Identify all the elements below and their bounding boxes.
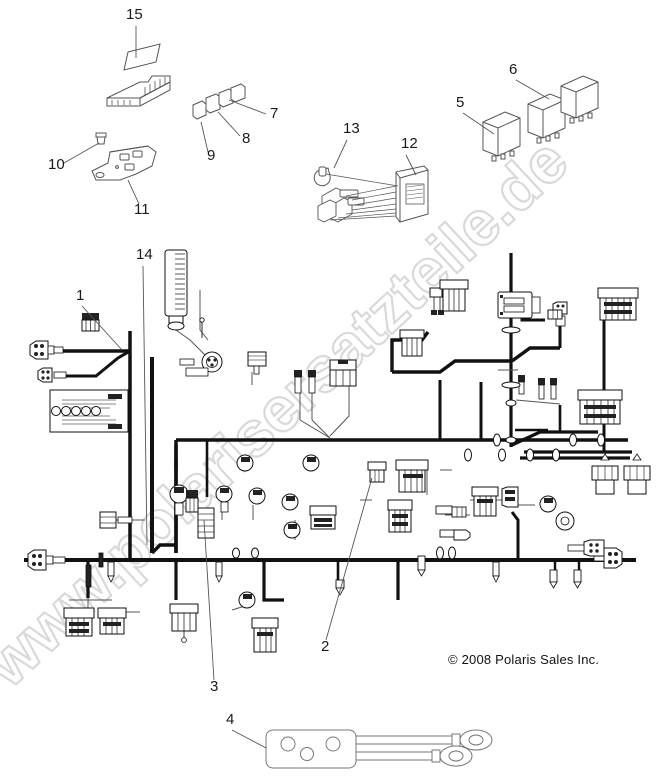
part-relay-bracket <box>91 145 157 181</box>
part-relay-middle <box>527 93 566 144</box>
callout-6-number: 6 <box>509 61 517 78</box>
part-blade-fuses <box>192 83 246 120</box>
callout-14: 14 <box>136 246 153 546</box>
callout-10-leader <box>63 142 100 164</box>
callout-13: 13 <box>333 120 360 169</box>
callout-12-number: 12 <box>401 135 418 152</box>
callout-9-leader <box>200 121 209 153</box>
callout-11: 11 <box>127 179 150 218</box>
callout-4-leader <box>231 729 267 749</box>
callout-4-number: 4 <box>226 711 234 728</box>
callout-13-leader <box>333 139 348 169</box>
part-rubber-boot <box>313 166 331 187</box>
callout-3: 3 <box>203 519 218 695</box>
callout-15: 15 <box>126 6 143 58</box>
harness-main-wires <box>24 253 636 602</box>
copyright-notice: © 2008 Polaris Sales Inc. <box>448 652 599 667</box>
callout-7-number: 7 <box>270 105 278 122</box>
callout-11-leader <box>127 179 140 205</box>
callout-15-number: 15 <box>126 6 143 23</box>
callout-8-leader <box>217 111 241 137</box>
callout-4: 4 <box>226 711 267 749</box>
callout-11-number: 11 <box>134 201 150 218</box>
part-push-rivet <box>95 132 107 145</box>
callout-6-leader <box>515 79 550 100</box>
callout-10-number: 10 <box>48 156 65 173</box>
callout-9-number: 9 <box>207 147 215 164</box>
callout-5-number: 5 <box>456 94 464 111</box>
callout-12: 12 <box>401 135 418 176</box>
callout-2-number: 2 <box>321 638 329 655</box>
callout-13-number: 13 <box>343 120 360 137</box>
callout-3-number: 3 <box>210 678 218 695</box>
callout-5: 5 <box>456 94 495 135</box>
callout-10: 10 <box>48 142 100 173</box>
part-relay-left <box>482 111 521 162</box>
callout-2-leader <box>325 477 373 641</box>
part-ground-strap <box>265 729 493 769</box>
callout-7-leader <box>228 99 267 115</box>
callout-14-leader <box>142 265 148 546</box>
part-fuse-block <box>106 75 171 107</box>
harness-connectors <box>27 249 651 653</box>
callout-1: 1 <box>76 287 123 351</box>
part-module-pigtail <box>317 173 399 223</box>
callout-2: 2 <box>321 477 373 655</box>
callout-8: 8 <box>217 111 250 147</box>
callout-7: 7 <box>228 99 278 122</box>
callout-5-leader <box>462 112 495 135</box>
callout-14-number: 14 <box>136 246 153 263</box>
part-relay-right <box>560 75 599 124</box>
callout-8-number: 8 <box>242 130 250 147</box>
callout-9: 9 <box>200 121 215 164</box>
callout-12-leader <box>405 154 417 176</box>
part-cover-plate <box>123 43 161 71</box>
callout-3-leader <box>203 519 215 681</box>
callout-1-leader <box>81 305 123 351</box>
part-control-module <box>395 165 429 223</box>
callout-1-number: 1 <box>76 287 84 304</box>
callout-6: 6 <box>509 61 550 100</box>
